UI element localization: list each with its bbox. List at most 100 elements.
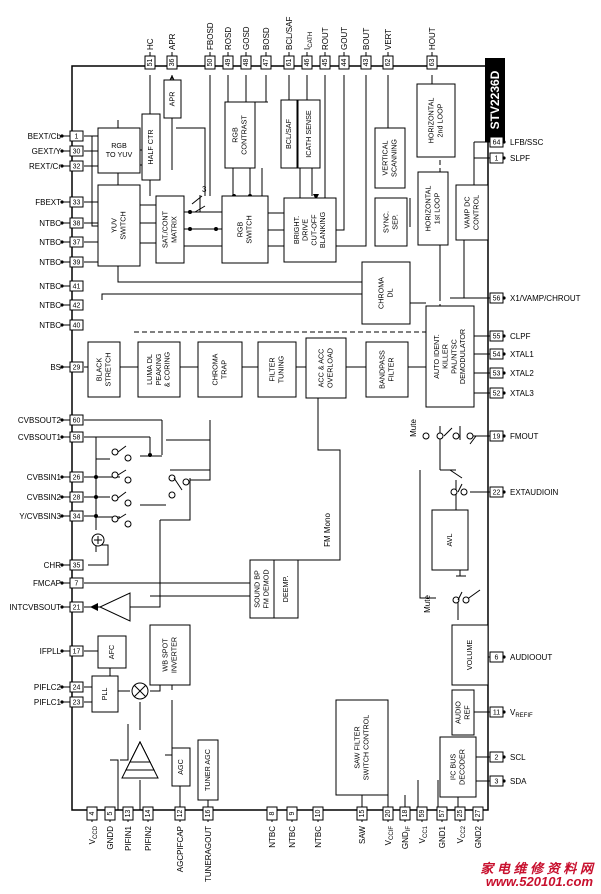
pin-label: NTBC: [314, 826, 323, 848]
horiz-1st-loop-label-2: 1st LOOP: [432, 193, 441, 225]
pin-number: 5: [107, 811, 114, 815]
pin-label: VCCIF: [384, 826, 395, 846]
pin-label: NTBC: [268, 826, 277, 848]
auto-ident-label-2: KILLER: [441, 344, 450, 369]
pin-label: GND1: [438, 825, 447, 848]
pin-number: 29: [73, 364, 81, 371]
pin-label: APR: [168, 33, 177, 50]
pin-label: BS: [50, 363, 61, 372]
pin-number: 64: [493, 139, 501, 146]
agc-block: AGC: [171, 747, 191, 787]
mute-label-top: Mute: [409, 419, 418, 437]
bandpass-filter-label-2: FILTER: [386, 357, 395, 381]
pin-label: GNDIF: [401, 826, 412, 849]
pin-label: NTBC: [39, 282, 61, 291]
auto-ident-label-4: DEMODULATOR: [458, 329, 467, 384]
vif-spot-inverter-label-1: WB SPOT: [161, 638, 170, 672]
pin-label: FMOUT: [510, 432, 539, 441]
pin-label: HOUT: [428, 27, 437, 50]
pin-number: 25: [457, 810, 464, 818]
auto-ident-label-1: AUTO IDENT.: [432, 334, 441, 379]
horiz-2nd-loop-label-1: HORIZONTAL: [427, 98, 436, 144]
afc-block: AFC: [97, 635, 127, 669]
pin-label: NTBC: [39, 301, 61, 310]
pin-number: 37: [73, 239, 81, 246]
luma-dl-label-1: LUMA DL: [145, 354, 154, 385]
apr-label-1: APR: [167, 92, 176, 107]
pin-number: 26: [73, 474, 81, 481]
pin-number: 4: [89, 811, 96, 815]
pin-label: HC: [146, 38, 155, 50]
pin-label: CLPF: [510, 332, 531, 341]
tuner-agc-block: TUNER AGC: [197, 739, 219, 801]
vertical-scanning-label-2: SCANNING: [389, 139, 398, 177]
vif-spot-inverter-label-2: INVERTER: [169, 637, 178, 673]
pin-label: XTAL2: [510, 369, 534, 378]
pin-label: CVBSOUT2: [18, 416, 62, 425]
pin-xtal2: 53 XTAL2: [488, 367, 534, 379]
pin-number: 56: [493, 295, 501, 302]
pin-scl: 2 SCL: [488, 751, 526, 763]
part-number-badge: STV2236D: [485, 58, 505, 142]
pin-number: 44: [341, 59, 348, 67]
rgb-switch-label-1: RGB: [236, 222, 245, 238]
pin-number: 6: [495, 654, 499, 661]
vamp-dc-control-label-1: VAMP DC: [463, 196, 472, 228]
switch-symbols: [90, 75, 474, 779]
bandpass-filter-label-1: BANDPASS: [378, 350, 387, 389]
pin-number: 10: [315, 810, 322, 818]
rgb-contrast-label-1: RGB: [231, 127, 240, 143]
watermark: 家 电 维 修 资 料 网 www.520101.com: [458, 862, 593, 888]
pin-number: 53: [493, 370, 501, 377]
pin-number: 39: [73, 259, 81, 266]
pin-number: 49: [225, 59, 232, 67]
pin-number: 59: [419, 810, 426, 818]
pins: 1BEXT/Cb30GEXT/Y32REXT/Cr33FBEXT38NTBC37…: [9, 17, 580, 882]
pin-number: 46: [304, 59, 311, 67]
yuv-switch-label-2: SWITCH: [118, 211, 127, 239]
chroma-dl-label-1: CHROMA: [377, 277, 386, 309]
bright-drive-label-2: DRIVE: [301, 219, 310, 241]
pin-label: SCL: [510, 753, 526, 762]
deemp-label-1: DEEMP.: [281, 576, 290, 603]
pin-number: 18: [402, 810, 409, 818]
pin-label: GEXT/Y: [32, 147, 62, 156]
pin-number: 52: [493, 390, 501, 397]
watermark-line2: www.520101.com: [485, 874, 593, 889]
pin-number: 2: [495, 754, 499, 761]
pin-label: PIFLC2: [34, 683, 62, 692]
auto-ident-label-3: PAL/NTSC: [449, 339, 458, 374]
fm-mono-label: FM Mono: [323, 513, 332, 547]
pll-label-1: PLL: [100, 688, 109, 701]
horiz-2nd-loop-label-2: 2nd LOOP: [435, 103, 444, 137]
acc-overload-label-1: ACC & ACC: [317, 349, 326, 388]
icath-sense-label-1: ICATH SENSE: [304, 110, 313, 158]
deemp-block: DEEMP.: [273, 559, 299, 619]
pin-number: 27: [475, 810, 482, 818]
icath-sense-block: ICATH SENSE: [297, 99, 321, 169]
filter-tuning-label-2: TUNING: [276, 355, 285, 383]
pin-number: 51: [147, 59, 154, 67]
